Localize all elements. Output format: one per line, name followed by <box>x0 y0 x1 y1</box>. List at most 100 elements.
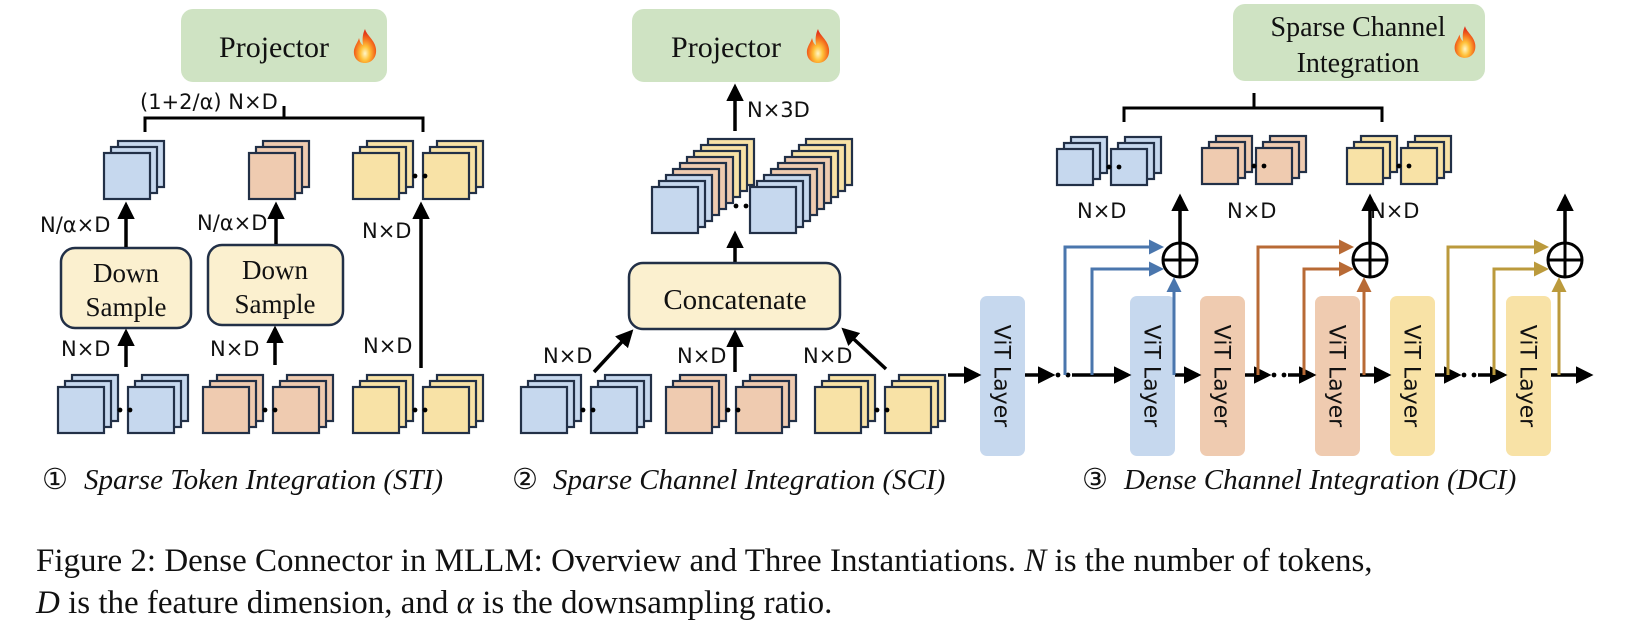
sti-input-peach-stacks <box>201 373 335 435</box>
ellipsis-dot <box>1055 372 1061 378</box>
ellipsis-dot <box>1471 372 1477 378</box>
sci-arrow-in-1 <box>592 329 634 374</box>
dci-group-label-2: N×D <box>1227 199 1276 223</box>
sci-input-peach-stacks <box>664 373 798 435</box>
feature-map-square <box>748 185 798 235</box>
dci-bracket <box>1122 93 1384 122</box>
vit-layer-label: ViT Layer <box>989 325 1014 428</box>
feature-map-square <box>664 385 714 435</box>
ellipsis-dot <box>1116 164 1122 170</box>
sci-projector-label: Projector <box>671 31 781 64</box>
feature-stack <box>351 373 415 435</box>
feature-map-square <box>883 385 933 435</box>
vit-layer-box <box>1200 296 1245 456</box>
vit-layer-block: ViT Layer <box>1130 296 1175 456</box>
sci-concat-stacks <box>650 137 854 235</box>
dci-flow <box>948 193 1594 384</box>
feature-map-square <box>201 385 251 435</box>
sti-in-label-1: N×D <box>61 337 110 361</box>
dci-vit-layers: ViT Layer ViT Layer ViT Layer ViT Layer ViT … <box>980 296 1551 456</box>
feature-stack <box>883 373 947 435</box>
ellipsis-dot <box>1461 372 1467 378</box>
ellipsis-dot <box>1106 164 1112 170</box>
caption-var-alpha: α <box>456 585 474 621</box>
sti-downsample-2-line1: Down <box>242 255 308 285</box>
vit-layer-box <box>1315 296 1360 456</box>
caption-line-2: D is the feature dimension, and α is the… <box>36 582 1636 624</box>
ellipsis-dot <box>272 407 278 413</box>
vit-layer-block: ViT Layer <box>1506 296 1551 456</box>
sci-title-number: ② <box>512 464 538 496</box>
ellipsis-dot <box>733 203 739 209</box>
ellipsis-dot <box>117 407 123 413</box>
dci-group-label-3: N×D <box>1370 199 1419 223</box>
ellipsis-dot <box>884 407 890 413</box>
sti-out-label-3: N×D <box>362 219 411 243</box>
dci-integration-line2: Integration <box>1297 48 1420 79</box>
sti-downsampled-peach-stack <box>247 139 311 201</box>
vit-layer-label: ViT Layer <box>1515 325 1540 428</box>
sti-in-label-2: N×D <box>210 337 259 361</box>
sti-downsample-1-line1: Down <box>93 258 159 288</box>
vit-layer-box <box>980 296 1025 456</box>
feature-stack <box>589 373 653 435</box>
vit-layer-block: ViT Layer <box>980 296 1025 456</box>
feature-stack <box>1200 134 1254 186</box>
ellipsis-dot <box>1281 372 1287 378</box>
vit-layer-label: ViT Layer <box>1209 325 1234 428</box>
ellipsis-dot <box>1406 163 1412 169</box>
dci-title: Dense Channel Integration (DCI) <box>1123 464 1516 496</box>
vit-layer-block: ViT Layer <box>1315 296 1360 456</box>
sti-downsample-1-line2: Sample <box>86 292 167 322</box>
sci-panel: Projector N×3D Concatenate N×D N×D N×D ②… <box>512 9 947 496</box>
ellipsis-dot <box>1261 163 1267 169</box>
feature-map-square <box>421 385 471 435</box>
sci-in-label-2: N×D <box>677 344 726 368</box>
dci-panel: Sparse Channel Integration N×D N×D N×D V… <box>948 4 1594 496</box>
skip-connection-arrow <box>1302 261 1354 375</box>
feature-map-square <box>1254 146 1294 186</box>
vit-layer-label: ViT Layer <box>1139 325 1164 428</box>
feature-stack <box>1055 135 1109 187</box>
sci-input-blue-stacks <box>519 373 653 435</box>
sci-projector-box <box>632 9 840 82</box>
feature-map-square <box>1055 147 1095 187</box>
feature-stack <box>56 373 120 435</box>
sti-full-yellow-stacks <box>351 139 485 201</box>
feature-stack <box>1399 134 1453 186</box>
caption-line2-suffix: is the downsampling ratio. <box>473 585 833 621</box>
feature-map-square <box>421 151 471 201</box>
feature-map-square <box>102 151 152 201</box>
ellipsis-dot <box>127 407 133 413</box>
vit-layer-block: ViT Layer <box>1390 296 1435 456</box>
feature-stack <box>126 373 190 435</box>
sci-concatenate-box <box>627 261 842 331</box>
ellipsis-dot <box>422 407 428 413</box>
feature-stack <box>201 373 265 435</box>
dense-connector-figure: Projector (1+2/α) N×D Down Sample Down S… <box>40 4 1594 496</box>
caption-var-d: D <box>36 585 60 621</box>
feature-map-square <box>271 385 321 435</box>
feature-stack <box>421 373 485 435</box>
ellipsis-dot <box>1251 163 1257 169</box>
feature-stack <box>271 373 335 435</box>
feature-stack <box>519 373 583 435</box>
ellipsis-dot <box>1396 163 1402 169</box>
dci-top-stacks <box>1055 134 1453 187</box>
ellipsis-dot <box>412 407 418 413</box>
sci-output-dim-label: N×3D <box>747 98 810 122</box>
sti-downsampled-blue-stack <box>102 139 166 201</box>
sci-title: Sparse Channel Integration (SCI) <box>553 464 945 496</box>
sti-top-stacks <box>102 139 485 201</box>
sci-in-label-3: N×D <box>803 344 852 368</box>
sti-input-blue-stacks <box>56 373 190 435</box>
sci-bottom-stacks <box>519 373 947 435</box>
ellipsis-dot <box>580 407 586 413</box>
skip-connection-group <box>1446 193 1584 375</box>
feature-stack <box>1254 134 1308 186</box>
feature-stack <box>421 139 485 201</box>
sci-concat-stack-left <box>650 137 756 235</box>
feature-stack <box>664 373 728 435</box>
dci-integration-box <box>1233 4 1485 81</box>
caption-var-n: N <box>1024 543 1047 579</box>
